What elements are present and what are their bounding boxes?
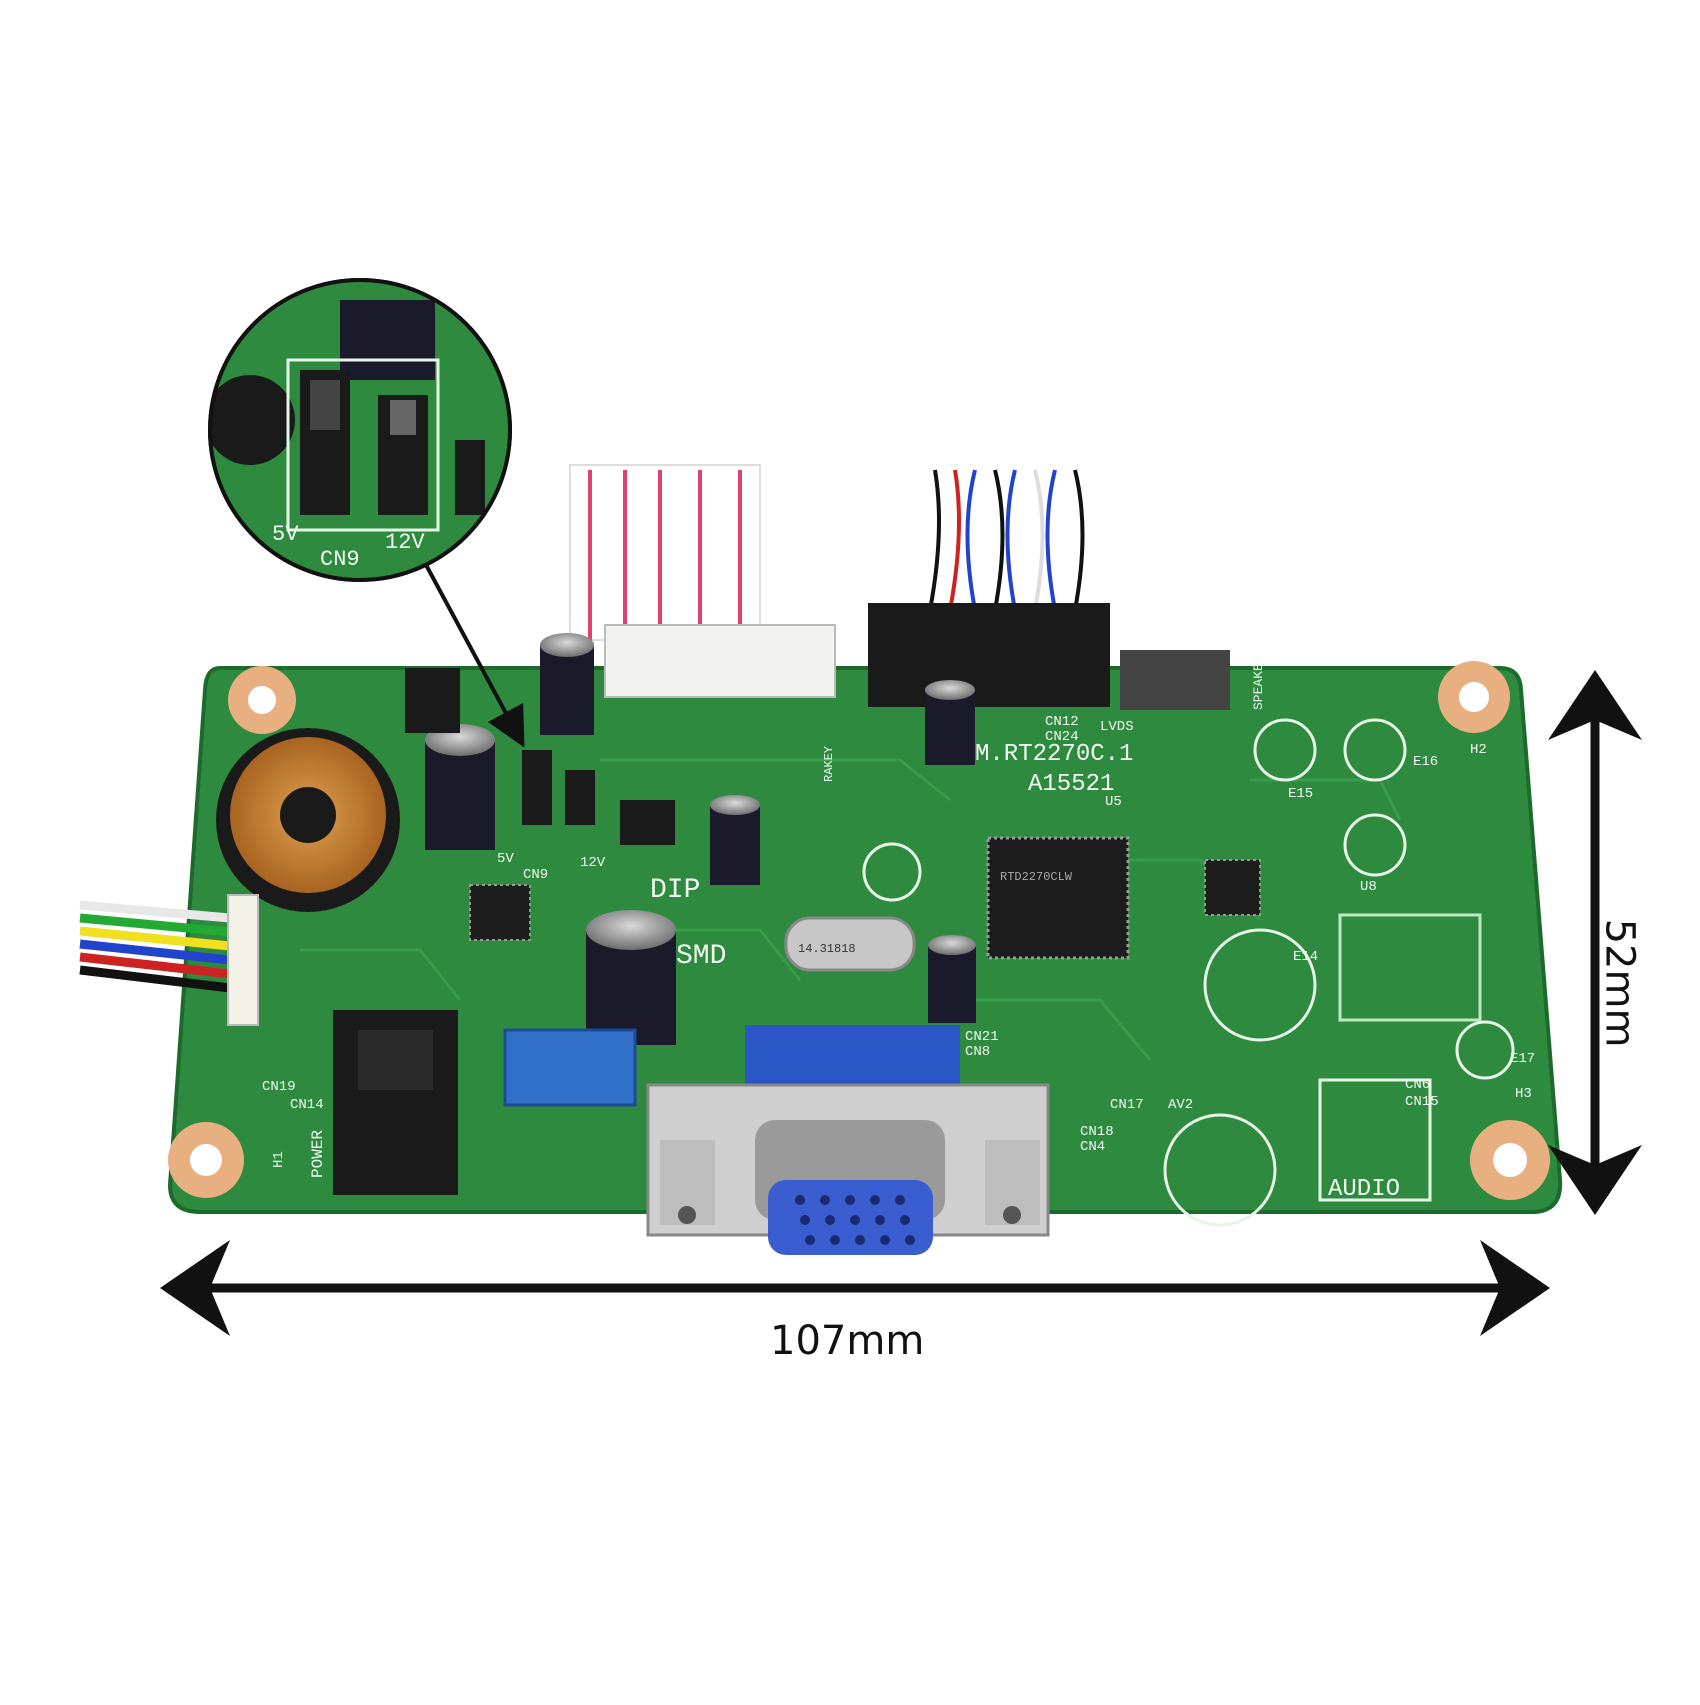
mounting-hole-top-left	[228, 666, 296, 734]
silk-e14: E14	[1293, 949, 1318, 965]
silk-cn24: CN24	[1045, 729, 1079, 745]
silk-h2: H2	[1470, 742, 1487, 758]
audio-block	[1318, 1078, 1432, 1202]
crystal-label: 14.31818	[798, 942, 856, 956]
silk-lvds: LVDS	[1100, 719, 1134, 735]
silk-power: POWER	[309, 1130, 327, 1178]
silk-12v: 12V	[580, 855, 606, 871]
ic-small-left	[469, 884, 531, 941]
silk-cn6: CN6	[1405, 1077, 1430, 1093]
silk-cn15: CN15	[1405, 1094, 1439, 1110]
capacitor-top	[540, 633, 594, 735]
callout-arrow	[416, 549, 525, 748]
silk-circles	[862, 718, 1515, 1227]
mounting-hole-bottom-left	[168, 1122, 244, 1198]
silk-cn8: CN8	[965, 1044, 990, 1060]
silk-5v: 5V	[497, 851, 514, 867]
lvds-connector	[868, 469, 1230, 710]
silk-e16: E16	[1413, 754, 1438, 770]
silk-cn17: CN17	[1110, 1097, 1144, 1113]
silk-dip: DIP	[650, 875, 700, 906]
silk-u5: U5	[1105, 794, 1122, 810]
inset-12v-label: 12V	[385, 530, 425, 555]
silk-rakey: RAKEY	[822, 746, 836, 782]
mounting-hole-bottom-right	[1470, 1120, 1550, 1200]
capacitor-mid	[425, 724, 495, 850]
crystal-oscillator: 14.31818	[784, 916, 916, 972]
jumper-cn9	[522, 750, 595, 825]
silk-smd: SMD	[676, 941, 726, 972]
regulator-u2	[405, 668, 675, 845]
white-connector-wires	[569, 464, 836, 698]
silk-code: A15521	[1028, 771, 1114, 798]
silk-cn19: CN19	[262, 1079, 296, 1095]
capacitor-small-c	[928, 935, 976, 1023]
inset-cn9-label: CN9	[320, 547, 360, 572]
inset-zoom-view: 5V 12V CN9	[208, 278, 512, 582]
main-ic-label: RTD2270CLW	[1000, 870, 1073, 884]
toroid-inductor	[216, 728, 400, 912]
power-jack	[333, 1010, 458, 1195]
capacitor-small-b	[925, 680, 975, 765]
silk-e15: E15	[1288, 786, 1313, 802]
silk-cn14: CN14	[290, 1097, 324, 1113]
silk-h1: H1	[271, 1151, 287, 1168]
height-dimension-arrow	[1548, 670, 1642, 1215]
blue-connector	[503, 1028, 637, 1107]
vga-connector	[646, 1025, 1050, 1255]
width-dimension-arrow	[160, 1240, 1550, 1336]
silk-speaker: SPEAKER	[1251, 655, 1266, 710]
mounting-hole-top-right	[1438, 661, 1510, 733]
silk-e17: E17	[1510, 1051, 1535, 1067]
capacitor-small-a	[710, 795, 760, 885]
ic-u8	[1338, 913, 1482, 1022]
silk-h3: H3	[1515, 1086, 1532, 1102]
height-dimension-label: 52mm	[1596, 918, 1643, 1048]
silk-cn21: CN21	[965, 1029, 999, 1045]
main-ic: RTD2270CLW	[986, 836, 1130, 960]
silk-cn4: CN4	[1080, 1139, 1105, 1155]
silk-cn12: CN12	[1045, 714, 1079, 730]
silk-cn18: CN18	[1080, 1124, 1114, 1140]
silk-model: M.RT2270C.1	[975, 741, 1133, 768]
silk-audio: AUDIO	[1328, 1176, 1400, 1203]
input-wire-bundle	[79, 894, 259, 1026]
width-dimension-label: 107mm	[770, 1318, 925, 1364]
inset-5v-label: 5V	[272, 522, 299, 547]
silk-cn9: CN9	[523, 867, 548, 883]
ic-u5	[1204, 859, 1261, 916]
silk-av2: AV2	[1168, 1097, 1193, 1113]
silk-u8: U8	[1360, 879, 1377, 895]
capacitor-large	[586, 910, 676, 1045]
